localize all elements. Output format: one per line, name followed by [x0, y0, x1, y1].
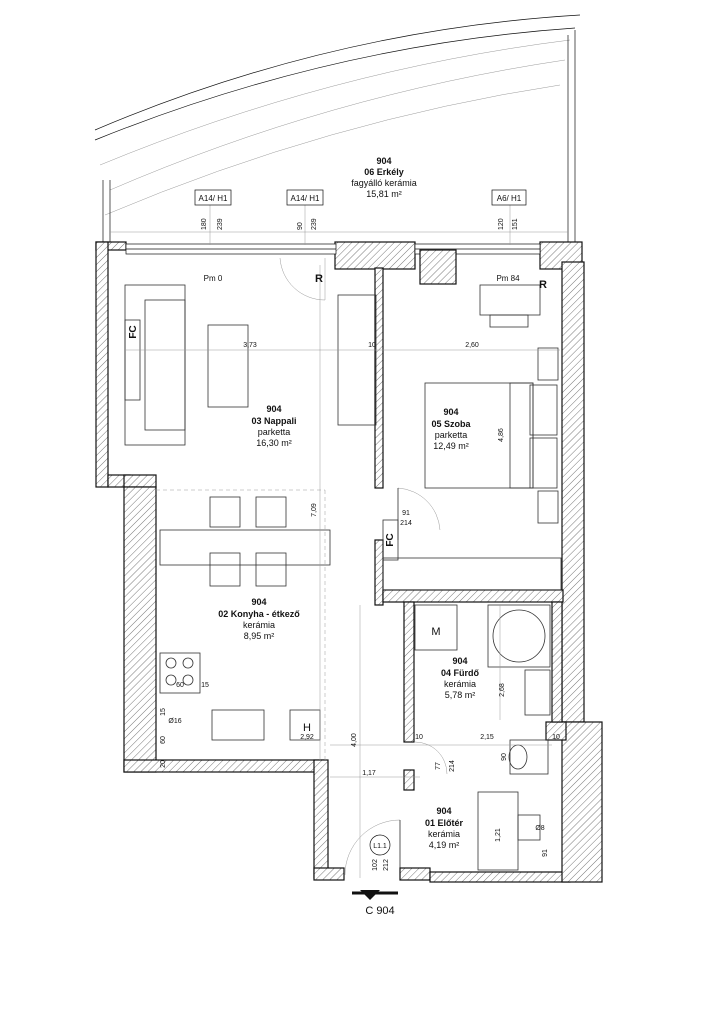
dim-1-17: 1,17 [362, 770, 376, 777]
room-label-bedroom: 904 05 Szoba parketta 12,49 m² [431, 407, 471, 451]
dim-60: 60 [176, 682, 184, 689]
dim-2-92: 2,92 [300, 734, 314, 741]
machine-label: M [431, 626, 440, 638]
dim-77: 77 [435, 762, 442, 770]
room-floor: kerámia [428, 829, 460, 839]
balcony-number: 904 [376, 156, 391, 166]
dim-2-60: 2,60 [465, 342, 479, 349]
dining-furniture [159, 496, 331, 741]
radiator-right: R [539, 279, 547, 291]
dim-15b: 15 [160, 708, 167, 716]
door-tag: L1.1 [373, 843, 387, 850]
hood-label: H [303, 722, 311, 734]
window-height-1: 239 [217, 218, 224, 230]
room-number: 904 [452, 656, 467, 666]
dimension-texts: 3,73 10 2,60 4,86 7,09 91 214 60 15 15 Ø… [160, 342, 560, 871]
dim-4-86: 4,86 [498, 428, 505, 442]
dim-10b: 10 [415, 734, 423, 741]
room-floor: parketta [435, 430, 468, 440]
balcony-area: 15,81 m² [366, 189, 402, 199]
room-name: 03 Nappali [251, 416, 296, 426]
window-tag-2: A14/ H1 [291, 194, 320, 203]
living-room-furniture [124, 257, 377, 446]
balcony-floor: fagyálló kerámia [351, 178, 417, 188]
dim-20: 20 [160, 760, 167, 768]
room-number: 904 [436, 806, 451, 816]
dim-4-00: 4,00 [351, 733, 358, 747]
room-name: 04 Fürdő [441, 668, 480, 678]
window-sill-3: 120 [498, 218, 505, 230]
dim-214b: 214 [449, 760, 456, 772]
entrance-label: C 904 [365, 905, 394, 917]
room-area: 4,19 m² [429, 840, 460, 850]
bathroom-furniture [414, 604, 551, 775]
dim-7-09: 7,09 [311, 503, 318, 517]
dim-o16: Ø16 [168, 718, 181, 725]
pm-left-label: Pm 0 [204, 274, 223, 283]
room-floor: kerámia [243, 620, 275, 630]
window-sill-2: 90 [297, 222, 304, 230]
fc-room: FC [385, 533, 396, 546]
window-height-3: 151 [512, 218, 519, 230]
window-height-2: 239 [311, 218, 318, 230]
room-number: 904 [443, 407, 458, 417]
dim-91b: 91 [542, 849, 549, 857]
balcony-name: 06 Erkély [364, 167, 404, 177]
pm-right-label: Pm 84 [496, 274, 520, 283]
room-label-bathroom: 904 04 Fürdő kerámia 5,78 m² [441, 656, 480, 700]
room-number: 904 [266, 404, 281, 414]
room-area: 16,30 m² [256, 438, 292, 448]
room-name: 01 Előtér [425, 818, 464, 828]
room-area: 5,78 m² [445, 690, 476, 700]
dim-214: 214 [400, 520, 412, 527]
dim-60b: 60 [160, 736, 167, 744]
dim-2-15: 2,15 [480, 734, 494, 741]
window-tag-1: A14/ H1 [199, 194, 228, 203]
dim-1-21: 1,21 [495, 828, 502, 842]
dim-102: 102 [372, 859, 379, 871]
dim-90: 90 [501, 753, 508, 761]
dim-91: 91 [402, 510, 410, 517]
dim-3-73: 3,73 [243, 342, 257, 349]
window-tag-3: A6/ H1 [497, 194, 522, 203]
room-label-hall: 904 01 Előtér kerámia 4,19 m² [425, 806, 464, 850]
window-sill-1: 180 [201, 218, 208, 230]
room-label-kitchen: 904 02 Konyha - étkező kerámia 8,95 m² [218, 597, 300, 641]
facade-windows [125, 243, 541, 255]
interior-walls [156, 249, 564, 791]
room-floor: kerámia [444, 679, 476, 689]
dimension-lines [125, 205, 560, 878]
fc-living: FC [128, 325, 139, 338]
dim-2-68: 2,68 [499, 683, 506, 697]
room-name: 02 Konyha - étkező [218, 609, 300, 619]
dim-10c: 10 [552, 734, 560, 741]
room-area: 8,95 m² [244, 631, 275, 641]
window-tags: A14/ H1 A14/ H1 A6/ H1 180 239 90 239 12… [194, 189, 527, 230]
bedroom-furniture [382, 284, 562, 591]
room-label-living: 904 03 Nappali parketta 16,30 m² [251, 404, 296, 448]
dim-212: 212 [383, 859, 390, 871]
dim-o8: Ø8 [535, 825, 544, 832]
balcony-outline [94, 14, 581, 245]
room-number: 904 [251, 597, 266, 607]
room-name: 05 Szoba [431, 419, 471, 429]
dim-15a: 15 [201, 682, 209, 689]
outer-walls [95, 241, 603, 883]
hallway-furniture [344, 791, 541, 900]
radiator-left: R [315, 273, 323, 285]
misc-labels: Pm 0 Pm 84 R R FC FC M H C 904 L1.1 [128, 273, 547, 917]
room-floor: parketta [258, 427, 291, 437]
dim-10: 10 [368, 342, 376, 349]
room-area: 12,49 m² [433, 441, 469, 451]
balcony-label: 904 06 Erkély fagyálló kerámia 15,81 m² [351, 156, 417, 199]
